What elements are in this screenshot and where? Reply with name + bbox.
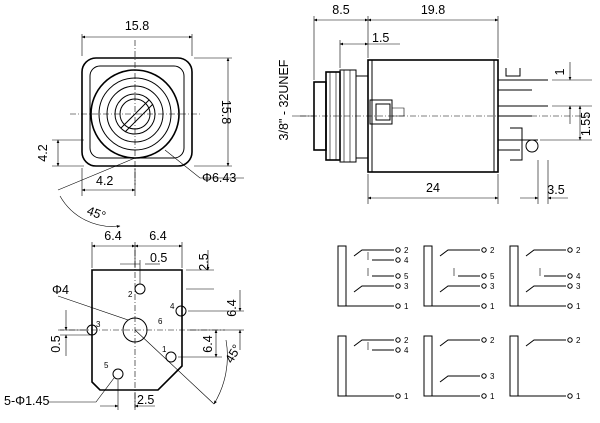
schematic-wire (525, 285, 566, 293)
schematic-wire (439, 339, 480, 347)
terminal-circle (481, 283, 487, 289)
terminal-circle (481, 273, 487, 279)
schematic-pin-label: 1 (404, 392, 409, 401)
side-pitch-dim: 1 (553, 68, 567, 75)
side-flange-dim: 1.5 (372, 31, 389, 45)
schematic-pin-label: 5 (490, 272, 495, 281)
schematic-pin-label: 2 (490, 246, 495, 255)
terminal-circle (395, 257, 401, 263)
terminal-circle (395, 393, 401, 399)
terminal-circle (395, 273, 401, 279)
terminal-circle (481, 337, 487, 343)
schematic-pin-label: 2 (404, 336, 409, 345)
schematic-pin-label: 1 (490, 302, 495, 311)
schematic-pin-label: 3 (576, 282, 581, 291)
schematic-wire (525, 249, 566, 257)
terminal-circle (567, 393, 573, 399)
schematic-pin-label: 4 (404, 256, 409, 265)
pcb-bottom-pitch-dim: 2.5 (137, 393, 154, 407)
terminal-circle (481, 373, 487, 379)
schematic-wire (439, 285, 480, 293)
schematic-pin-label: 3 (490, 282, 495, 291)
schematic-3: 2 43 1 (509, 245, 581, 311)
schematic-pin-label: 1 (576, 392, 581, 401)
front-offset-h-dim: 4.2 (96, 174, 113, 188)
pcb-top-pitch-dim: 2.5 (197, 253, 211, 270)
schematic-4: 24 1 (337, 335, 409, 401)
pcb-spacing-left-dim: 6.4 (104, 229, 121, 243)
terminal-circle (481, 247, 487, 253)
schematic-wire (353, 285, 394, 293)
schematic-wire (439, 249, 480, 257)
schematic-pin-label: 3 (490, 372, 495, 381)
side-body-dim: 19.8 (421, 3, 445, 17)
terminal-circle (395, 283, 401, 289)
terminal-circle (395, 247, 401, 253)
terminal-circle (481, 303, 487, 309)
pcb-bushing-dim: Φ4 (52, 283, 69, 297)
schematic-pin-label: 3 (404, 282, 409, 291)
schematic-pin-label: 2 (576, 246, 581, 255)
pcb-left-offset-dim: 0.5 (49, 335, 63, 352)
terminal-circle (567, 337, 573, 343)
side-length-dim: 24 (426, 181, 440, 195)
schematic-pin-label: 4 (404, 346, 409, 355)
schematic-wire (353, 249, 394, 257)
side-pin-gap-dim: 1.55 (579, 112, 593, 136)
terminal-circle (567, 303, 573, 309)
schematic-pin-label: 4 (576, 272, 581, 281)
front-offset-v-dim: 4.2 (36, 144, 50, 161)
pcb-lower-pitch-dim: 6.4 (201, 335, 215, 352)
terminal-circle (395, 347, 401, 353)
schematic-pin-label: 1 (576, 302, 581, 311)
front-view (52, 34, 244, 228)
pcb-angle-dim: 45° (222, 342, 244, 365)
pin-label-6: 6 (158, 317, 163, 326)
schematic-pin-label: 5 (404, 272, 409, 281)
pin-label-4: 4 (170, 302, 175, 311)
schematic-pin-label: 2 (490, 336, 495, 345)
pin-label-3: 3 (96, 320, 101, 329)
pin-label-1: 1 (162, 345, 167, 354)
front-angle-dim: 45° (85, 204, 108, 224)
terminal-circle (395, 303, 401, 309)
schematic-wire (439, 375, 480, 383)
schematic-pin-label: 2 (404, 246, 409, 255)
terminal-circle (567, 247, 573, 253)
pcb-spacing-right-dim: 6.4 (149, 229, 166, 243)
front-hole-dim: Φ6.43 (202, 171, 236, 185)
schematic-6: 21 (509, 335, 581, 401)
schematic-pin-label: 1 (490, 392, 495, 401)
pcb-right-pitch-dim: 6.4 (225, 299, 239, 316)
schematic-pin-label: 2 (576, 336, 581, 345)
front-height-dim: 15.8 (219, 100, 233, 124)
side-terminal-dim: 3.5 (547, 183, 564, 197)
schematic-wire (353, 339, 394, 347)
pcb-top-offset-dim: 0.5 (150, 251, 167, 265)
schematic-2: 2 53 1 (423, 245, 495, 311)
pcb-footprint (48, 242, 244, 410)
pin-label-2: 2 (128, 290, 133, 299)
schematic-pin-label: 1 (404, 302, 409, 311)
side-thread-dim: 3/8" - 32UNEF (277, 59, 291, 140)
front-width-dim: 15.8 (125, 19, 149, 33)
side-view (292, 16, 592, 204)
terminal-circle (567, 283, 573, 289)
schematic-1: 24 53 1 (337, 245, 409, 311)
pin-label-5: 5 (104, 361, 109, 370)
terminal-circle (395, 337, 401, 343)
pcb-holes-dim: 5-Φ1.45 (4, 394, 49, 408)
terminal-circle (567, 273, 573, 279)
terminal-circle (481, 393, 487, 399)
side-nut-dim: 8.5 (332, 3, 349, 17)
schematic-5: 2 3 1 (423, 335, 495, 401)
schematic-wire (525, 339, 566, 347)
